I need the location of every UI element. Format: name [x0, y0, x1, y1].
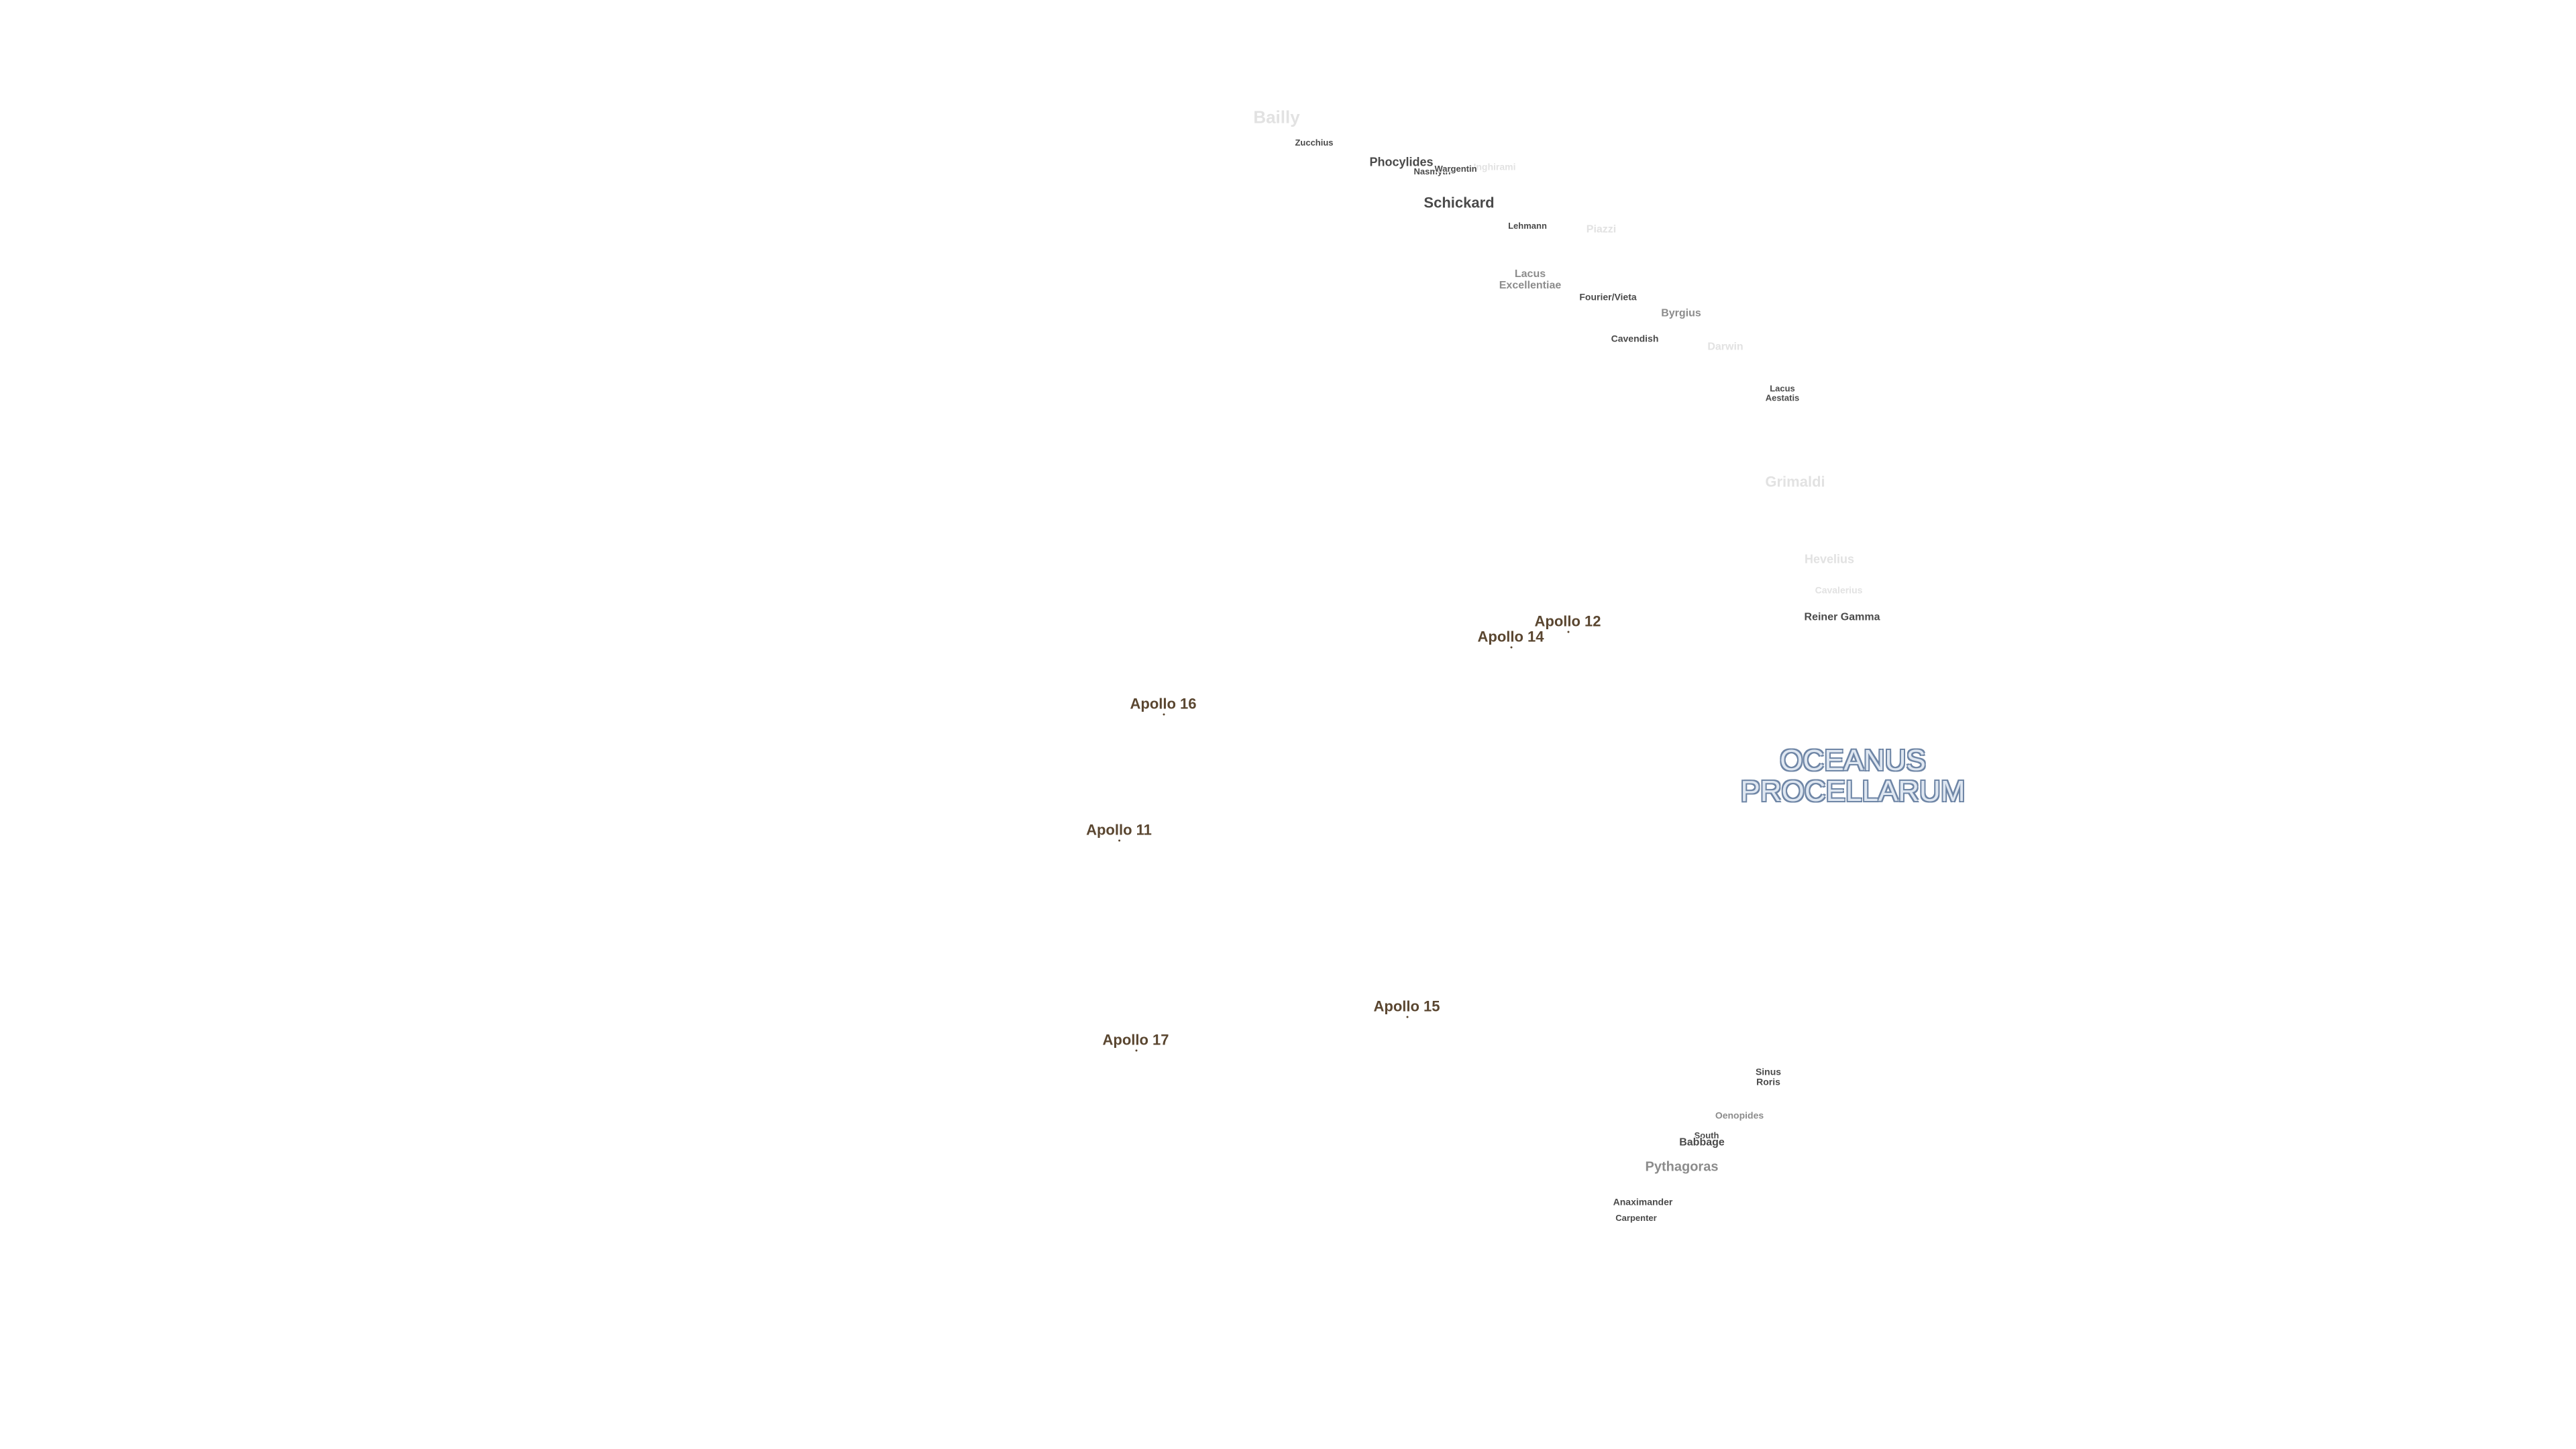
- feature-label-sinus-roris-line2: Roris: [1756, 1076, 1780, 1087]
- feature-label-lacus-excellentiae-line1: Lacus: [1514, 268, 1546, 280]
- feature-label-cavalerius[interactable]: Cavalerius: [1815, 584, 1863, 596]
- feature-label-oenopides[interactable]: Oenopides: [1715, 1110, 1764, 1121]
- feature-label-sinus-roris[interactable]: Sinus Roris: [1756, 1067, 1781, 1086]
- feature-label-piazzi[interactable]: Piazzi: [1586, 223, 1617, 235]
- mare-label-line1: OCEANUS: [1780, 743, 1926, 777]
- feature-label-lacus-aestatis-line1: Lacus: [1770, 383, 1795, 394]
- feature-label-babbage[interactable]: Babbage: [1679, 1136, 1725, 1148]
- feature-label-zucchius[interactable]: Zucchius: [1295, 138, 1334, 148]
- apollo-12-site[interactable]: Apollo 12: [1534, 612, 1601, 633]
- feature-label-lacus-excellentiae-line2: Excellentiae: [1499, 280, 1562, 291]
- feature-label-anaximander[interactable]: Anaximander: [1613, 1196, 1673, 1208]
- mare-label-line2: PROCELLARUM: [1740, 775, 1966, 808]
- apollo-14-site[interactable]: Apollo 14: [1477, 628, 1544, 649]
- feature-label-byrgius[interactable]: Byrgius: [1661, 307, 1701, 319]
- feature-label-inghirami[interactable]: Inghirami: [1473, 161, 1516, 172]
- feature-label-hevelius[interactable]: Hevelius: [1804, 552, 1855, 566]
- feature-label-wargentin[interactable]: Wargentin: [1434, 164, 1477, 174]
- feature-label-lehmann[interactable]: Lehmann: [1508, 221, 1547, 231]
- feature-label-nasmyth[interactable]: Nasmyth: [1413, 166, 1451, 177]
- feature-label-reiner-gamma[interactable]: Reiner Gamma: [1804, 611, 1880, 623]
- feature-label-cavendish[interactable]: Cavendish: [1611, 333, 1659, 344]
- apollo-11-site[interactable]: Apollo 11: [1086, 821, 1152, 842]
- feature-label-lacus-excellentiae[interactable]: Lacus Excellentiae: [1499, 268, 1562, 292]
- apollo-16-site[interactable]: Apollo 16: [1130, 695, 1197, 716]
- feature-label-fourier-vieta[interactable]: Fourier/Vieta: [1579, 291, 1637, 303]
- feature-label-sinus-roris-line1: Sinus: [1755, 1066, 1782, 1077]
- feature-label-schickard[interactable]: Schickard: [1424, 194, 1495, 211]
- feature-label-lacus-aestatis-line2: Aestatis: [1765, 392, 1800, 402]
- feature-label-phocylides[interactable]: Phocylides: [1369, 155, 1434, 169]
- apollo-15-site[interactable]: Apollo 15: [1373, 998, 1440, 1018]
- feature-label-pythagoras[interactable]: Pythagoras: [1645, 1159, 1719, 1175]
- feature-label-lacus-aestatis[interactable]: Lacus Aestatis: [1766, 384, 1800, 402]
- feature-label-darwin[interactable]: Darwin: [1707, 341, 1743, 353]
- feature-label-grimaldi[interactable]: Grimaldi: [1765, 473, 1825, 490]
- apollo-17-site[interactable]: Apollo 17: [1102, 1031, 1169, 1052]
- feature-label-south[interactable]: South: [1694, 1130, 1719, 1141]
- feature-label-carpenter[interactable]: Carpenter: [1615, 1213, 1657, 1224]
- feature-label-bailly[interactable]: Bailly: [1253, 107, 1300, 127]
- mare-label-oceanus-procellarum[interactable]: OCEANUS PROCELLARUM: [1741, 745, 1966, 807]
